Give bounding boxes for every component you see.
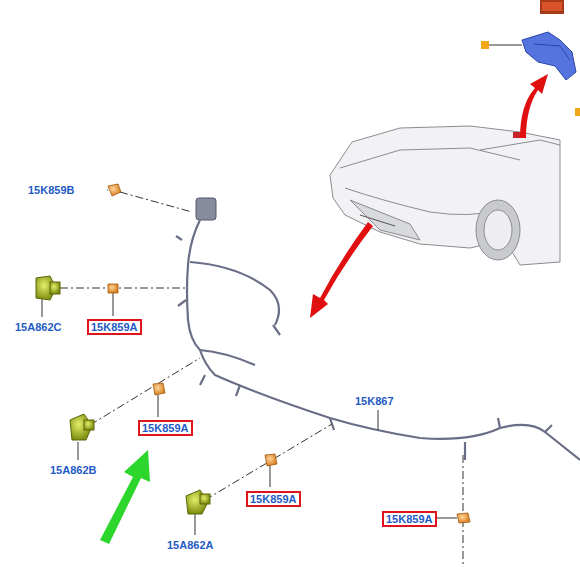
connector [108,184,470,523]
part-number: 15K859A [91,321,138,333]
wiring-harness [176,198,580,460]
part-number: 15A862C [15,321,61,334]
green-arrow [100,450,150,544]
leader-line [42,190,457,535]
part-number: 15A862A [167,539,213,552]
leader-line [60,192,463,567]
part-number: 15K859B [28,184,74,197]
vehicle [330,126,560,265]
part-number-box: 15K859A [382,511,437,527]
part-number: 15K859A [386,513,433,525]
part-number: 15A862B [50,464,96,477]
part-number-box: 15K859A [138,420,193,436]
part-number: 15K859A [250,493,297,505]
part-number-box: 15K859A [87,319,142,335]
parking-sensor [36,276,210,514]
part-number-box: 15K859A [246,491,301,507]
red-arrow [310,74,548,318]
part-number: 15K867 [355,395,394,408]
part-number: 15K859A [142,422,189,434]
